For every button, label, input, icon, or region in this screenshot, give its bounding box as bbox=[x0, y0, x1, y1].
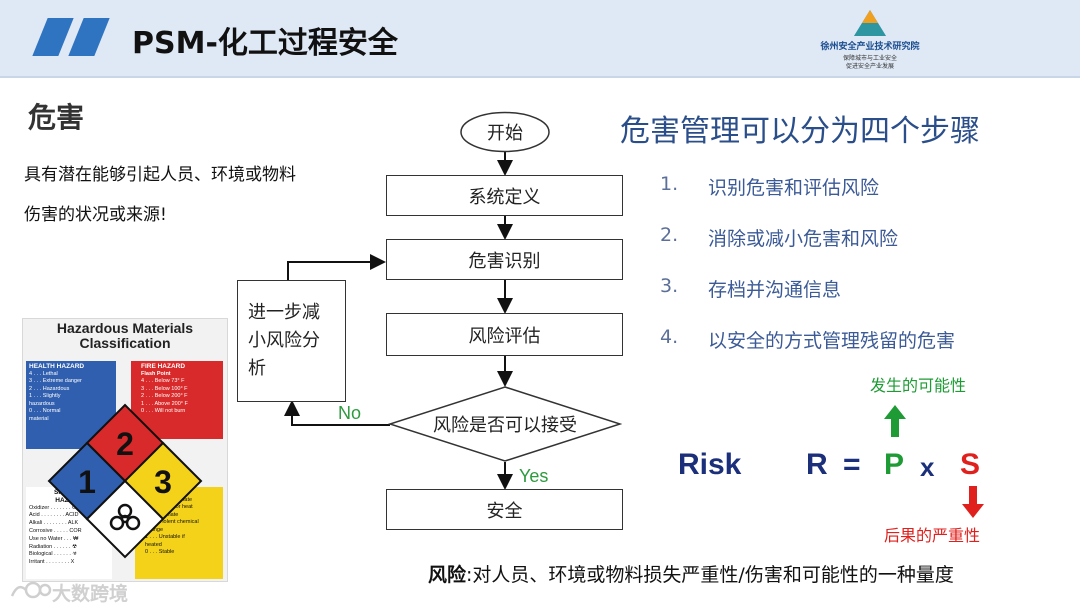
formula-r: R bbox=[806, 448, 828, 482]
risk-term: 风险 bbox=[428, 564, 466, 586]
flow-safe: 安全 bbox=[386, 489, 623, 530]
step-number: 3. bbox=[660, 275, 678, 297]
flow-yes-label: Yes bbox=[519, 466, 548, 487]
risk-definition: 风险:对人员、环境或物料损失严重性/伤害和可能性的一种量度 bbox=[428, 560, 954, 587]
watermark-logo-icon bbox=[8, 578, 52, 602]
formula-risk: Risk bbox=[678, 448, 741, 482]
formula-s: S bbox=[960, 448, 980, 482]
flow-no-label: No bbox=[338, 403, 361, 424]
up-arrow-icon bbox=[883, 404, 907, 438]
svg-text:风险是否可以接受: 风险是否可以接受 bbox=[433, 415, 577, 436]
step-text: 以安全的方式管理残留的危害 bbox=[708, 326, 955, 353]
formula-equals: = bbox=[843, 448, 861, 482]
step-number: 1. bbox=[660, 173, 678, 195]
flow-hazard-identification: 危害识别 bbox=[386, 239, 623, 280]
severity-label: 后果的严重性 bbox=[884, 522, 980, 546]
formula-p: P bbox=[884, 448, 904, 482]
flow-risk-assessment: 风险评估 bbox=[386, 313, 623, 356]
step-text: 消除或减小危害和风险 bbox=[708, 224, 898, 251]
flow-start-node: 开始 bbox=[459, 111, 551, 153]
steps-title: 危害管理可以分为四个步骤 bbox=[620, 106, 980, 150]
step-number: 2. bbox=[660, 224, 678, 246]
step-text: 识别危害和评估风险 bbox=[708, 173, 879, 200]
probability-label: 发生的可能性 bbox=[870, 372, 966, 396]
step-number: 4. bbox=[660, 326, 678, 348]
flow-system-definition: 系统定义 bbox=[386, 175, 623, 216]
flow-further-reduce: 进一步减 小风险分 析 bbox=[237, 280, 346, 402]
step-text: 存档并沟通信息 bbox=[708, 275, 841, 302]
down-arrow-icon bbox=[961, 485, 985, 519]
formula-times: x bbox=[920, 452, 934, 483]
svg-text:开始: 开始 bbox=[487, 123, 523, 144]
watermark-text: 大数跨境 bbox=[52, 579, 128, 606]
risk-definition-text: :对人员、环境或物料损失严重性/伤害和可能性的一种量度 bbox=[466, 564, 954, 586]
flow-decision-diamond: 风险是否可以接受 bbox=[388, 385, 622, 463]
